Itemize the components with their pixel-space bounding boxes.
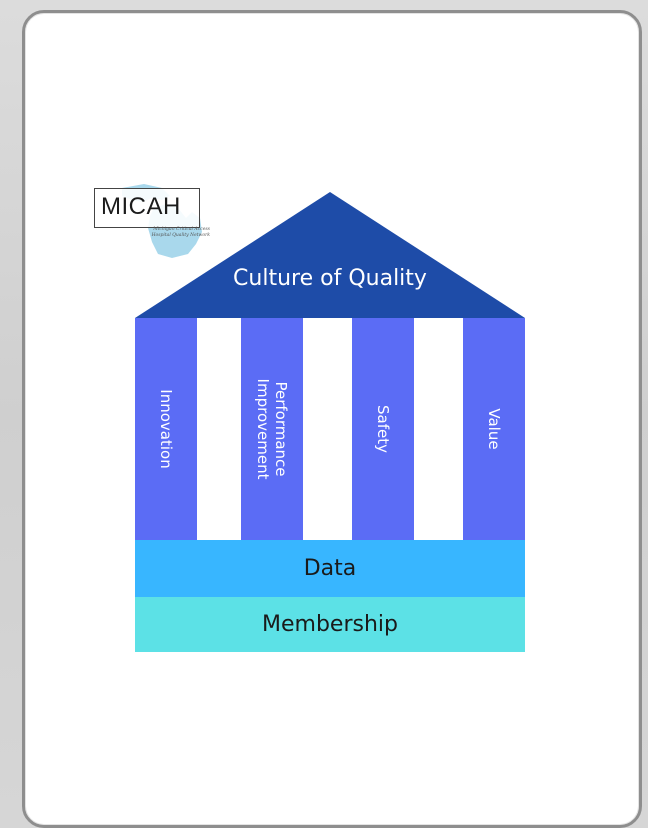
pillar-band bbox=[135, 318, 525, 540]
micah-logo: MICAH Michigan Critical Access Hospital … bbox=[92, 182, 217, 262]
pillar-safety: Safety bbox=[352, 318, 414, 540]
pillar-innovation: Innovation bbox=[135, 318, 197, 540]
data-band-label: Data bbox=[303, 556, 357, 581]
pillar-label-performance-improvement: Performance Improvement bbox=[254, 379, 290, 480]
pillar-value: Value bbox=[463, 318, 525, 540]
pillar-label-value: Value bbox=[485, 408, 503, 450]
roof-label: Culture of Quality bbox=[233, 266, 427, 291]
pillar-label-line2: Improvement bbox=[254, 378, 272, 480]
pillar-label-innovation: Innovation bbox=[157, 389, 175, 469]
pillar-performance-improvement: Performance Improvement bbox=[241, 318, 303, 540]
roof-triangle bbox=[135, 192, 525, 318]
pillar-label-line1: Performance bbox=[272, 381, 290, 477]
logo-text: MICAH bbox=[101, 193, 181, 220]
data-band: Data bbox=[135, 540, 525, 597]
membership-band-label: Membership bbox=[262, 612, 398, 637]
logo-tagline: Michigan Critical Access Hospital Qualit… bbox=[151, 227, 210, 238]
pillar-label-safety: Safety bbox=[374, 405, 392, 453]
logo-box: MICAH bbox=[94, 188, 200, 228]
membership-band: Membership bbox=[135, 597, 525, 652]
